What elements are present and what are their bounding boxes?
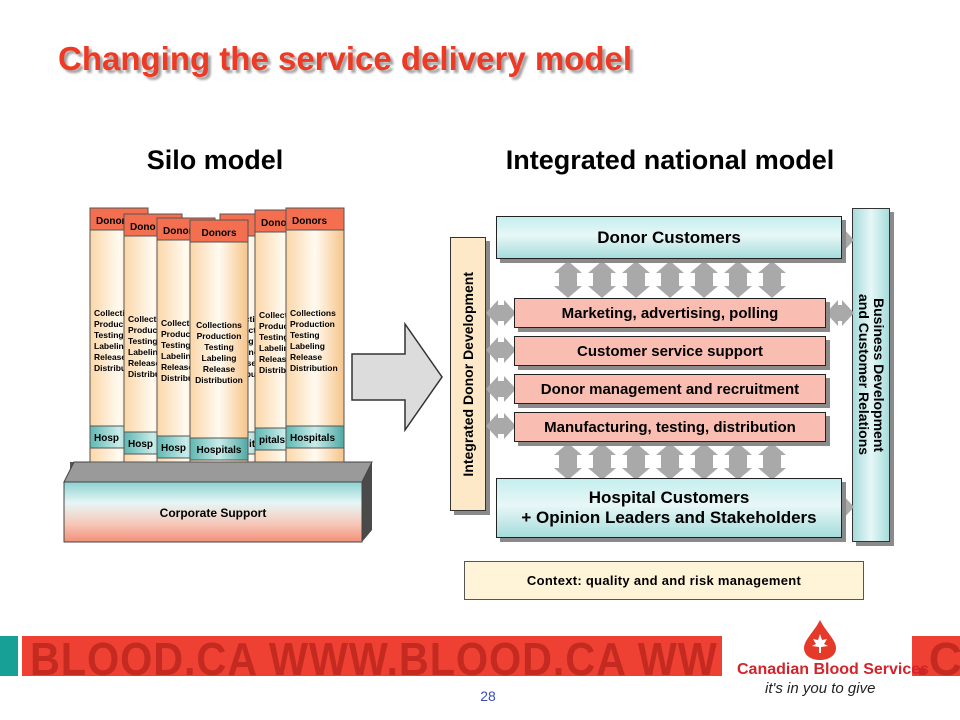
column-process-label: Labeling (259, 343, 294, 353)
column-process-label: Testing (161, 340, 191, 350)
double-arrow-icon (622, 261, 650, 298)
column-process-label: Collections (128, 314, 174, 324)
brand-name: Canadian Blood Services (737, 661, 930, 678)
blood-drop-maple-leaf-icon (804, 620, 836, 660)
column-process-label: Production (197, 331, 242, 341)
function-box-donor-management: Donor management and recruitment (514, 374, 826, 404)
column-donors-label: Donors (202, 228, 237, 239)
function-box-customer-service: Customer service support (514, 336, 826, 366)
double-arrow-icon (724, 261, 752, 298)
column-hospitals-label: pitals (259, 435, 286, 446)
column-process-label: Release (290, 352, 322, 362)
donor-customers-box: Donor Customers (496, 216, 842, 259)
column-process-label: Distribution (259, 365, 307, 375)
column-process-label: Release (259, 354, 291, 364)
column-donors-label: Donors (261, 218, 296, 229)
double-arrow-icon (690, 443, 718, 480)
column-process-label: Production (128, 325, 173, 335)
column-process-label: Testing (259, 332, 289, 342)
silo-model-heading: Silo model (146, 145, 284, 175)
column-process-label: Testing (204, 342, 234, 352)
column-process-label: Collections (290, 308, 336, 318)
column-process-label: Testing (290, 330, 320, 340)
column-hospitals-label: Hosp (161, 443, 186, 454)
column-process-label: Labeling (94, 341, 129, 351)
double-arrow-icon (622, 443, 650, 480)
column-process-label: Distribution (195, 375, 243, 385)
column-donors-label: Donors (96, 216, 131, 227)
slide-title: Changing the service delivery model (58, 40, 633, 77)
double-arrow-icon (724, 443, 752, 480)
double-arrow-icon (554, 261, 582, 298)
double-arrow-icon (758, 443, 786, 480)
silo-model-diagram: Corporate Support DonorsHospCollectionsP… (63, 207, 373, 543)
double-arrow-icon (554, 443, 582, 480)
column-process-label: Testing (94, 330, 124, 340)
column-process-label: Labeling (202, 353, 237, 363)
column-hospitals-label: Hospitals (196, 445, 241, 456)
silo-columns: DonorsHospCollectionsProductionTestingLa… (89, 207, 345, 463)
column-process-label: Distribution (94, 363, 142, 373)
column-process-label: Labeling (128, 347, 163, 357)
corporate-support-base: Corporate Support (63, 461, 373, 543)
column-process-label: Collections (94, 308, 140, 318)
column-hospitals-label: Hospitals (290, 433, 335, 444)
column-process-label: Collections (196, 320, 242, 330)
column-process-label: Production (161, 329, 206, 339)
double-arrow-icon (826, 300, 854, 326)
brand-tagline: it's in you to give (765, 680, 876, 697)
double-arrow-icon (588, 443, 616, 480)
hospital-customers-box: Hospital Customers + Opinion Leaders and… (496, 478, 842, 538)
integrated-model-heading: Integrated national model (505, 145, 835, 175)
footer-banner: BLOOD.CA WWW.BLOOD.CA WW (22, 636, 722, 676)
double-arrow-icon (486, 337, 516, 363)
double-arrow-icon (758, 261, 786, 298)
function-box-manufacturing: Manufacturing, testing, distribution (514, 412, 826, 442)
double-arrow-icon (486, 413, 516, 439)
column-process-label: Collections (161, 318, 207, 328)
column-process-label: Labeling (290, 341, 325, 351)
column-hospitals-label: Hosp (94, 433, 119, 444)
column-hospitals-label: Hosp (128, 439, 153, 450)
column-process-label: Production (94, 319, 139, 329)
column-process-label: Collections (259, 310, 305, 320)
column-process-label: Release (161, 362, 193, 372)
column-donors-label: Dono (130, 222, 156, 233)
function-box-marketing: Marketing, advertising, polling (514, 298, 826, 328)
column-process-label: Release (94, 352, 126, 362)
page-number: 28 (480, 688, 496, 704)
double-arrow-icon (588, 261, 616, 298)
context-box: Context: quality and and risk management (464, 561, 864, 600)
footer-left-accent (0, 636, 18, 676)
double-arrow-icon (656, 261, 684, 298)
column-process-label: Testing (128, 336, 158, 346)
column-process-label: Distribution (161, 373, 209, 383)
column-donors-label: Donors (163, 226, 198, 237)
column-process-label: Release (203, 364, 235, 374)
footer-banner-tail: .C (912, 636, 960, 676)
column-process-label: Production (290, 319, 335, 329)
column-donors-label: Donors (292, 216, 327, 227)
corporate-support-label: Corporate Support (160, 506, 267, 520)
footer-banner-text: BLOOD.CA WWW.BLOOD.CA WW (30, 636, 718, 676)
double-arrow-icon (486, 300, 516, 326)
column-process-label: Labeling (161, 351, 196, 361)
double-arrow-icon (486, 376, 516, 402)
hospital-customers-line1: Hospital Customers (588, 488, 750, 507)
double-arrow-icon (690, 261, 718, 298)
double-arrow-icon (656, 443, 684, 480)
transition-arrow-icon (351, 322, 443, 432)
hospital-customers-line2: + Opinion Leaders and Stakeholders (521, 508, 817, 527)
integrated-donor-development-bar: Integrated Donor Development (450, 237, 486, 511)
column-process-label: Release (128, 358, 160, 368)
column-process-label: Distribution (290, 363, 338, 373)
column-process-label: Production (259, 321, 304, 331)
column-process-label: Distribution (128, 369, 176, 379)
